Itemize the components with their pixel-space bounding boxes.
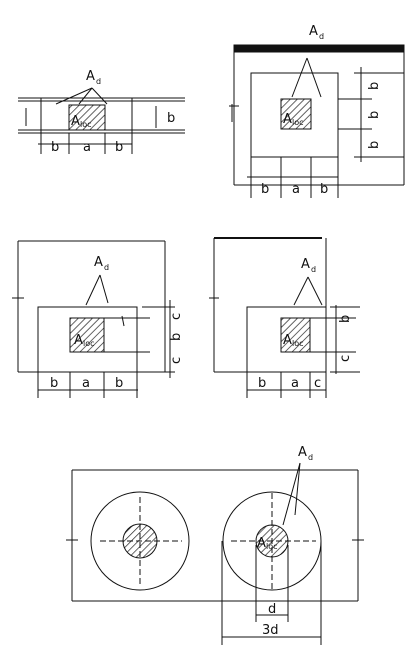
fig3-aloc-sub: loc [83,339,95,348]
fig4-aloc-label: A [283,333,292,348]
figure-4-loaded-area [280,317,311,353]
fig3-dim-c-top: c [169,313,184,320]
fig3-dim-b-left: b [50,376,58,391]
fig4-dim-b: b [338,315,353,323]
fig1-dim-b-vertical: b [167,111,175,126]
fig2-ad-label: A [309,24,318,39]
fig2-aloc-sub: loc [292,118,304,127]
fig5-aloc-sub: loc [266,542,278,551]
fig3-dim-b-right: b [115,376,123,391]
fig4-ad-label: A [301,257,310,272]
figure-3-edge-area [12,240,175,398]
fig2-ad-sub: d [319,32,324,41]
figure-4-corner-area [209,237,360,398]
fig1-ad-label: A [86,69,95,84]
figure-1-loaded-area [68,104,106,131]
fig4-dim-a: a [291,376,299,391]
fig3-dim-c-bottom: c [169,357,184,364]
fig3-aloc-label: A [74,333,83,348]
fig4-aloc-sub: loc [292,339,304,348]
fig4-ad-sub: d [311,265,316,274]
fig5-dim-d: d [268,602,276,617]
figure-1-leader-left [55,87,93,105]
fig3-dim-b: b [169,333,184,341]
fig2-dim-b-top: b [367,82,382,90]
fig2-dim-b-mid: b [367,111,382,119]
fig3-ad-sub: d [104,263,109,272]
fig5-aloc-label: A [257,536,266,551]
fig2-aloc-label: A [283,112,292,127]
fig1-ad-sub: d [96,77,101,86]
fig3-dim-a: a [82,376,90,391]
figure-2-loaded-area [280,98,312,130]
figure-3-loaded-area [69,317,105,353]
figure-1-leader-right [91,87,108,105]
fig1-dim-b-left: b [51,140,59,155]
fig2-dim-b-bottom: b [367,141,382,149]
fig3-ad-label: A [94,255,103,270]
figure-5-circular-areas [66,462,364,645]
left-distribution-circle [90,491,190,591]
fig5-ad-label: A [298,445,307,460]
fig5-ad-sub: d [308,453,313,462]
fig4-dim-c: c [338,355,353,362]
fig4-dim-c-right: c [314,376,321,391]
fig2-dim-b-right: b [320,182,328,197]
fig1-dim-b-right: b [115,140,123,155]
fig1-aloc-label: A [71,114,80,129]
fig2-dim-a: a [292,182,300,197]
fig2-dim-b-left: b [261,182,269,197]
fig1-dim-a: a [83,140,91,155]
fig1-aloc-sub: loc [80,120,92,129]
figure-1-strip [18,87,185,154]
fig4-dim-b-left: b [258,376,266,391]
figure-1-leader-mid [78,87,93,105]
fig5-dim-3d: 3d [262,623,279,638]
figure-2-square-area [229,44,405,198]
